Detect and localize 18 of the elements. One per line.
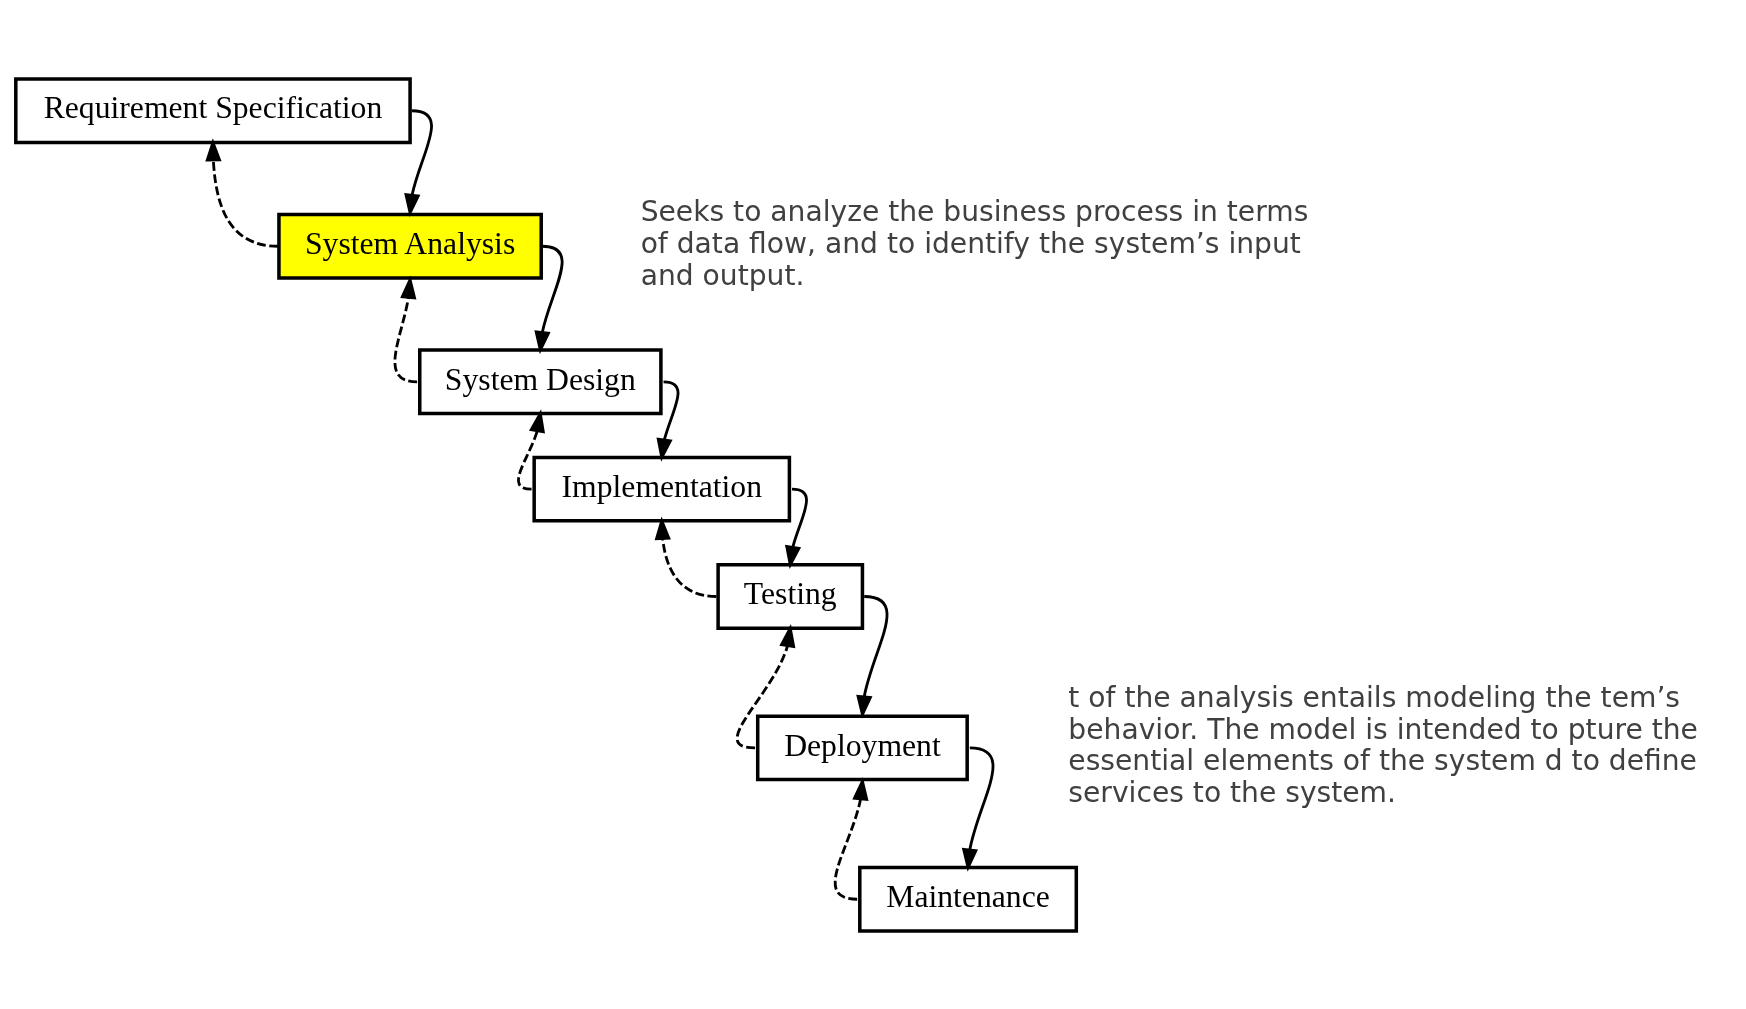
arrow bbox=[656, 379, 680, 462]
node-box: Deployment bbox=[755, 713, 969, 781]
arrow bbox=[736, 623, 796, 749]
arrow bbox=[205, 137, 279, 248]
label: Seeks to analyze the business process in terms of data flow, and to identify the system’s input and output. bbox=[640, 194, 1309, 292]
arrow bbox=[534, 244, 564, 354]
node-box: System Design bbox=[418, 347, 663, 415]
node-box: Testing bbox=[716, 562, 865, 630]
arrow bbox=[784, 487, 808, 569]
node-box: Implementation bbox=[532, 455, 792, 523]
node-box: Maintenance bbox=[858, 865, 1079, 933]
arrow bbox=[654, 516, 717, 598]
arrow bbox=[517, 408, 546, 491]
label: t of the analysis entails modeling the tem’s behavior. The model is intended to pture the essential elements of the system d to define services to the system. bbox=[1068, 680, 1698, 809]
node-box: System Analysis bbox=[277, 212, 543, 280]
arrow bbox=[833, 776, 869, 901]
arrow bbox=[404, 108, 433, 217]
node-box: Requirement Specification bbox=[14, 76, 412, 144]
